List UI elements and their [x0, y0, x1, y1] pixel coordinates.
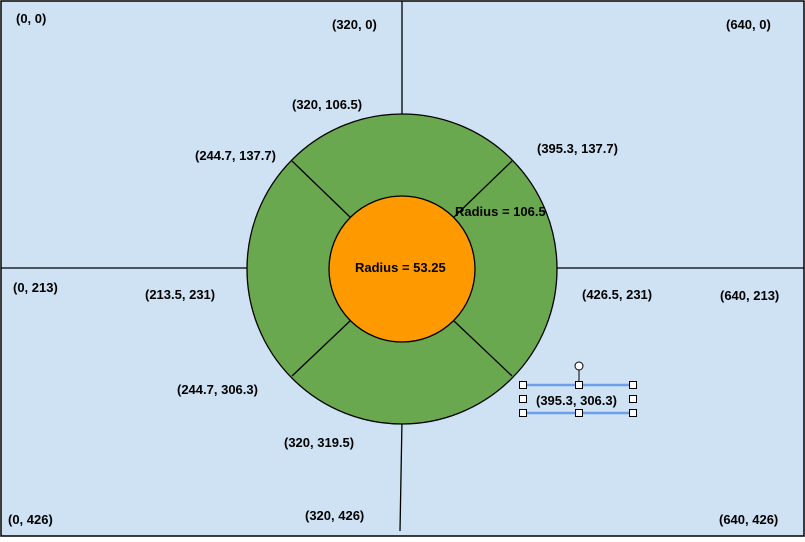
- resize-handle-bottom-left[interactable]: [519, 409, 527, 417]
- point-label-top: (320, 106.5): [292, 97, 362, 112]
- resize-handle-middle-right[interactable]: [629, 395, 637, 403]
- resize-handle-top-left[interactable]: [519, 381, 527, 389]
- spoke-bottom-right: [453, 320, 513, 377]
- resize-handle-bottom-right[interactable]: [629, 409, 637, 417]
- point-label-bottom-right[interactable]: (395.3, 306.3): [536, 393, 617, 408]
- point-label-right: (426.5, 231): [582, 287, 652, 302]
- point-label-top-left: (244.7, 137.7): [195, 148, 276, 163]
- resize-handle-middle-left[interactable]: [519, 395, 527, 403]
- inner-circle[interactable]: [328, 195, 476, 343]
- spoke-bottom-left: [291, 320, 351, 377]
- point-label-bottom-left: (244.7, 306.3): [177, 382, 258, 397]
- axis-label-right-center: (640, 213): [720, 288, 779, 303]
- axis-label-bottom-center: (320, 426): [305, 508, 364, 523]
- point-label-bottom: (320, 319.5): [284, 435, 354, 450]
- point-label-top-right: (395.3, 137.7): [537, 141, 618, 156]
- corner-label-bottom-left: (0, 426): [8, 512, 53, 527]
- corner-label-top-left: (0, 0): [16, 11, 46, 26]
- spoke-top-right: [453, 160, 513, 218]
- corner-label-top-right: (640, 0): [726, 17, 771, 32]
- resize-handle-top-center[interactable]: [575, 381, 583, 389]
- axis-label-left-center: (0, 213): [13, 280, 58, 295]
- axis-label-top-center: (320, 0): [332, 17, 377, 32]
- point-label-left: (213.5, 231): [145, 287, 215, 302]
- corner-label-bottom-right: (640, 426): [719, 512, 778, 527]
- rotate-handle[interactable]: [574, 361, 584, 371]
- radius-label-outer: Radius = 106.5: [455, 204, 546, 219]
- resize-handle-bottom-center[interactable]: [575, 409, 583, 417]
- spoke-top-left: [291, 160, 351, 218]
- vertical-axis-bottom-line: [399, 419, 403, 532]
- radius-label-inner: Radius = 53.25: [355, 260, 446, 275]
- resize-handle-top-right[interactable]: [629, 381, 637, 389]
- selected-label-group[interactable]: (395.3, 306.3): [519, 361, 637, 417]
